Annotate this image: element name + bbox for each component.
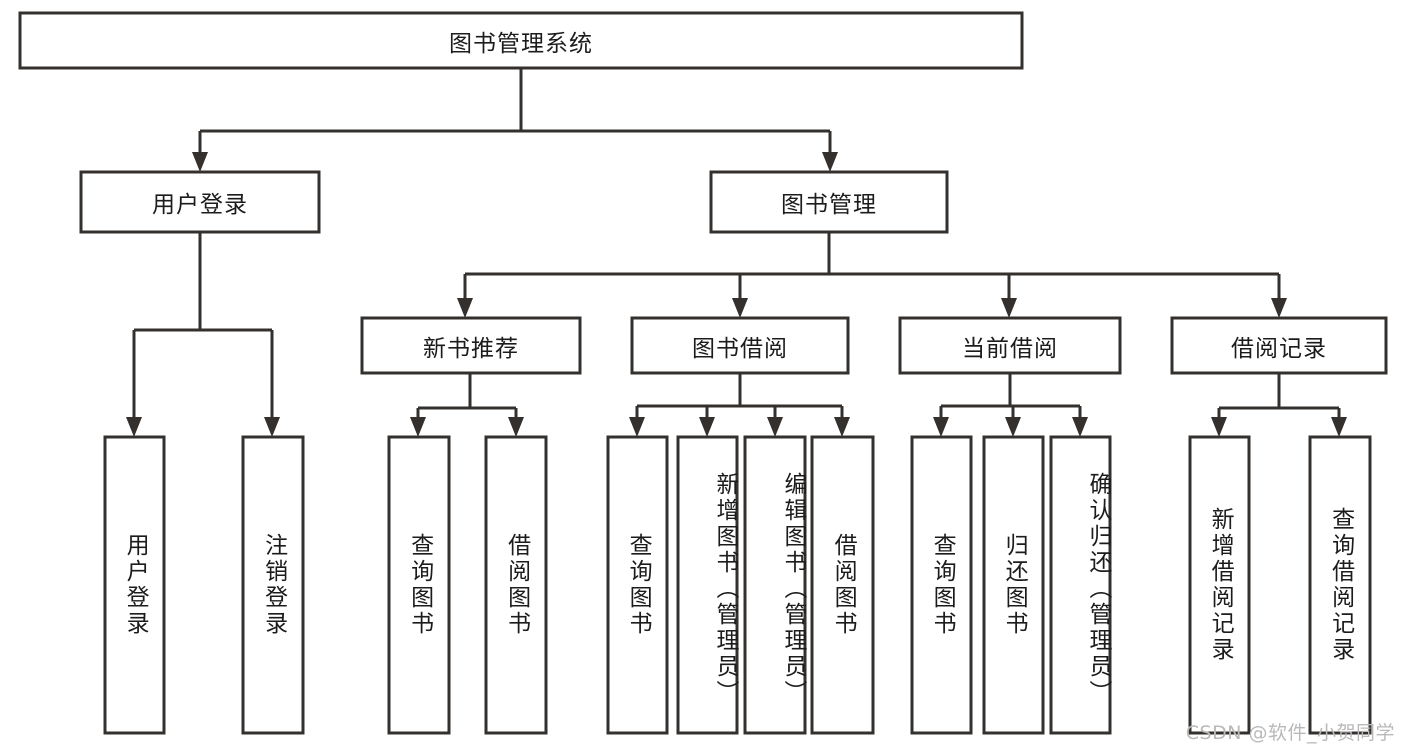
edge-book-manage-to-level3: [457, 232, 1287, 318]
node-box-current-borrow[interactable]: [898, 316, 1122, 375]
node-box-leaf-user-login[interactable]: [103, 435, 166, 735]
node-box-leaf-return-book[interactable]: [982, 435, 1045, 735]
node-box-book-borrow[interactable]: [630, 316, 850, 375]
node-box-leaf-add-record[interactable]: [1188, 435, 1251, 735]
node-box-leaf-user-logout[interactable]: [241, 435, 305, 735]
node-box-leaf-borrow-book-b[interactable]: [810, 435, 875, 735]
edge-user-login-to-leaves: [126, 232, 280, 437]
node-box-leaf-confirm-return[interactable]: [1049, 435, 1112, 735]
node-box-leaf-query-book-rec[interactable]: [387, 435, 451, 735]
node-box-leaf-query-book-c[interactable]: [910, 435, 973, 735]
node-box-leaf-borrow-book-rec[interactable]: [484, 435, 548, 735]
node-box-new-book-rec[interactable]: [360, 316, 582, 375]
node-box-user-login[interactable]: [79, 170, 321, 234]
node-box-leaf-query-record[interactable]: [1308, 435, 1372, 735]
edge-root-to-level2: [192, 68, 838, 172]
node-box-book-manage[interactable]: [709, 170, 949, 234]
node-box-leaf-edit-book[interactable]: [743, 435, 807, 735]
node-box-borrow-record[interactable]: [1170, 316, 1388, 375]
edge-borrow-record-to-leaves: [1211, 373, 1347, 437]
node-box-root[interactable]: [18, 11, 1024, 70]
edge-new-book-rec-to-leaves: [410, 373, 524, 437]
edge-current-borrow-to-leaves: [933, 373, 1088, 437]
node-box-leaf-add-book[interactable]: [676, 435, 739, 735]
edge-book-borrow-to-leaves: [629, 373, 850, 437]
node-box-leaf-query-book-b[interactable]: [606, 435, 669, 735]
